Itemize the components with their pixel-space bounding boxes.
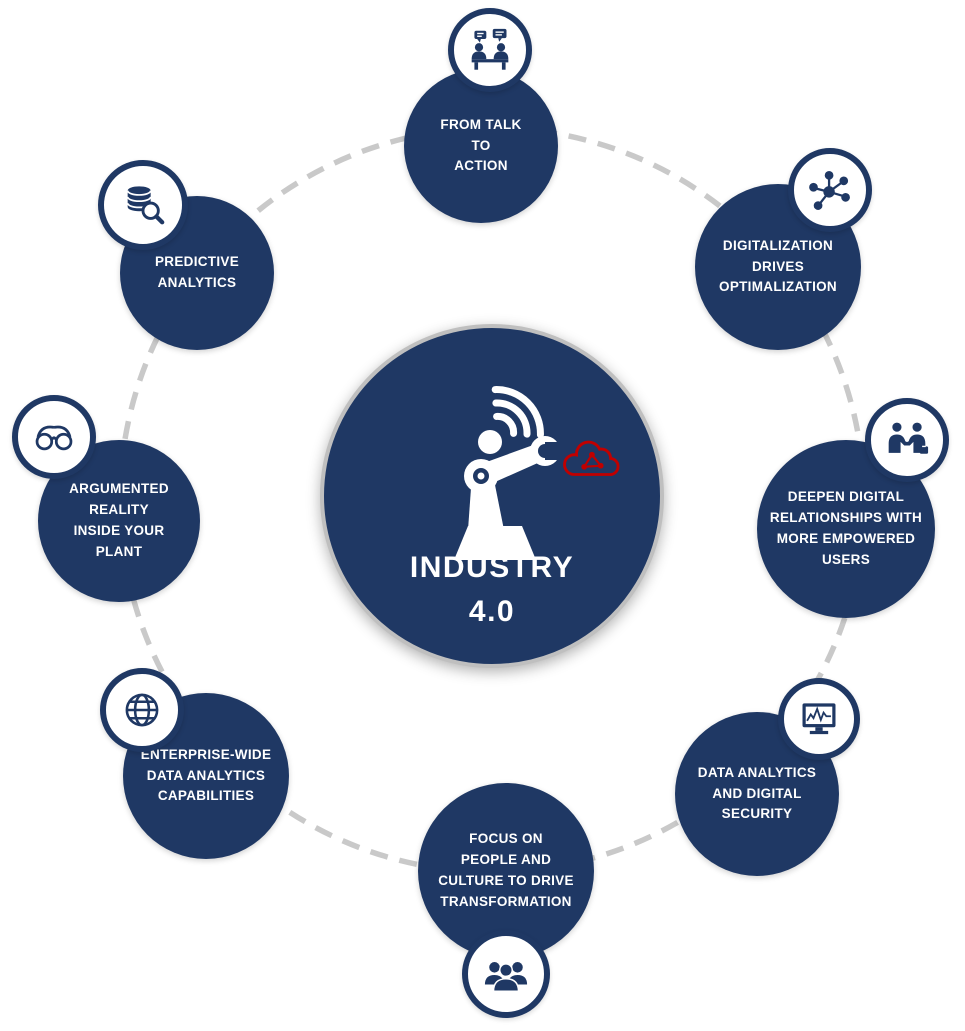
network-nodes-icon bbox=[809, 170, 850, 210]
node-label: ARGUMENTED REALITY INSIDE YOUR PLANT bbox=[69, 481, 169, 559]
node-label: DIGITALIZATION DRIVES OPTIMALIZATION bbox=[719, 237, 837, 295]
robot-arm-wifi-icon bbox=[454, 386, 567, 560]
handshake-icon-badge bbox=[865, 398, 949, 482]
red-cloud-network-icon bbox=[563, 440, 620, 476]
node-label: FROM TALK TO ACTION bbox=[440, 116, 522, 174]
meeting-icon bbox=[471, 28, 509, 70]
globe-icon-badge bbox=[100, 668, 184, 752]
glasses-icon-badge bbox=[12, 395, 96, 479]
center-circle-industry-40: INDUSTRY 4.0 bbox=[320, 324, 664, 668]
node-label: DATA ANALYTICS AND DIGITAL SECURITY bbox=[697, 764, 817, 822]
monitor-chart-icon bbox=[802, 703, 836, 735]
monitor-chart-icon-badge bbox=[778, 678, 860, 760]
node-label: FOCUS ON PEOPLE AND CULTURE TO DRIVE TRA… bbox=[438, 831, 574, 909]
center-title: INDUSTRY 4.0 bbox=[409, 551, 575, 628]
database-search-icon-badge bbox=[98, 160, 188, 250]
handshake-icon bbox=[888, 422, 929, 454]
node-label: ENTERPRISE-WIDE DATA ANALYTICS CAPABILIT… bbox=[140, 746, 272, 804]
database-search-icon bbox=[126, 186, 165, 225]
node-focus-on-people-and-culture: FOCUS ON PEOPLE AND CULTURE TO DRIVE TRA… bbox=[418, 783, 594, 959]
node-label: DEEPEN DIGITAL RELATIONSHIPS WITH MORE E… bbox=[769, 489, 923, 567]
network-nodes-icon-badge bbox=[788, 148, 872, 232]
glasses-icon bbox=[35, 425, 73, 451]
node-label: PREDICTIVE ANALYTICS bbox=[154, 254, 239, 290]
meeting-icon-badge bbox=[448, 8, 532, 92]
people-group-icon-badge bbox=[462, 930, 550, 1018]
people-group-icon bbox=[484, 962, 528, 992]
globe-icon bbox=[125, 693, 159, 727]
node-from-talk-to-action: FROM TALK TO ACTION bbox=[404, 69, 558, 223]
node-data-analytics-digital-security: DATA ANALYTICS AND DIGITAL SECURITY bbox=[675, 712, 839, 876]
